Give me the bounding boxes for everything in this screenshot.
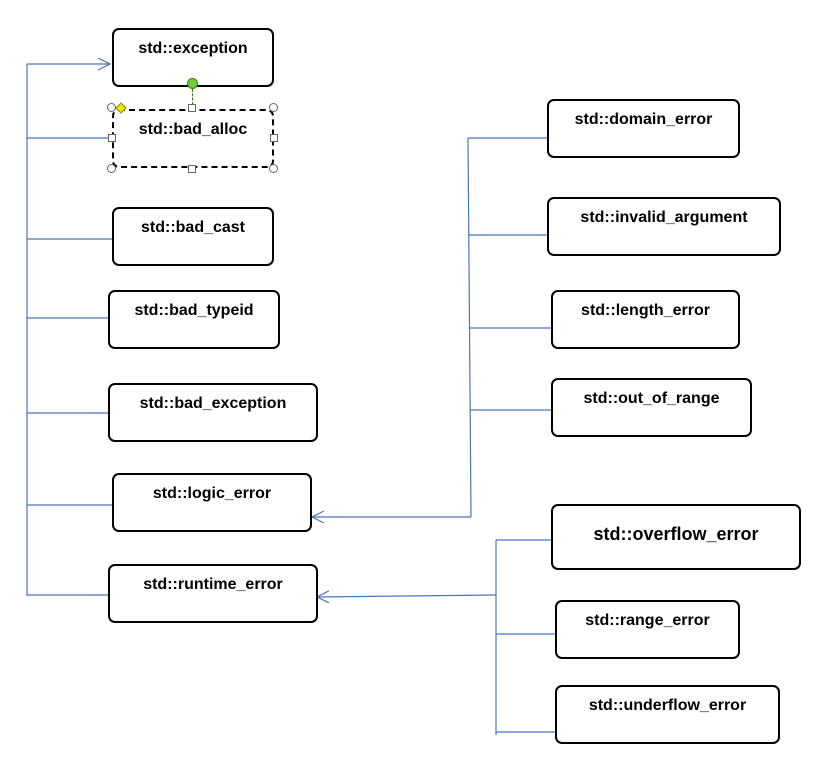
node-std-underflow-error[interactable]: std::underflow_error: [555, 685, 780, 744]
resize-handle-left-icon[interactable]: [108, 134, 116, 142]
node-std-bad-exception[interactable]: std::bad_exception: [108, 383, 318, 442]
node-std-runtime-error[interactable]: std::runtime_error: [108, 564, 318, 623]
node-std-logic-error[interactable]: std::logic_error: [112, 473, 312, 532]
resize-handle-top-icon[interactable]: [188, 104, 196, 112]
node-std-bad-cast[interactable]: std::bad_cast: [112, 207, 274, 266]
node-std-length-error[interactable]: std::length_error: [551, 290, 740, 349]
resize-handle-right-icon[interactable]: [270, 134, 278, 142]
rotate-handle-icon[interactable]: [187, 78, 198, 89]
node-std-domain-error[interactable]: std::domain_error: [547, 99, 740, 158]
resize-handle-bottom-right-icon[interactable]: [269, 164, 278, 173]
arrow-to-runtime-error: [317, 595, 497, 597]
node-std-out-of-range[interactable]: std::out_of_range: [551, 378, 752, 437]
rotate-handle-stem: [192, 89, 193, 105]
resize-handle-top-left-icon[interactable]: [107, 103, 116, 112]
node-std-invalid-argument[interactable]: std::invalid_argument: [547, 197, 781, 256]
node-std-overflow-error[interactable]: std::overflow_error: [551, 504, 801, 570]
node-std-range-error[interactable]: std::range_error: [555, 600, 740, 659]
resize-handle-top-right-icon[interactable]: [269, 103, 278, 112]
node-std-bad-typeid[interactable]: std::bad_typeid: [108, 290, 280, 349]
logic-trunk-line: [467, 137, 472, 518]
resize-handle-bottom-left-icon[interactable]: [107, 164, 116, 173]
resize-handle-bottom-icon[interactable]: [188, 165, 196, 173]
node-std-bad-alloc[interactable]: std::bad_alloc: [112, 109, 274, 168]
